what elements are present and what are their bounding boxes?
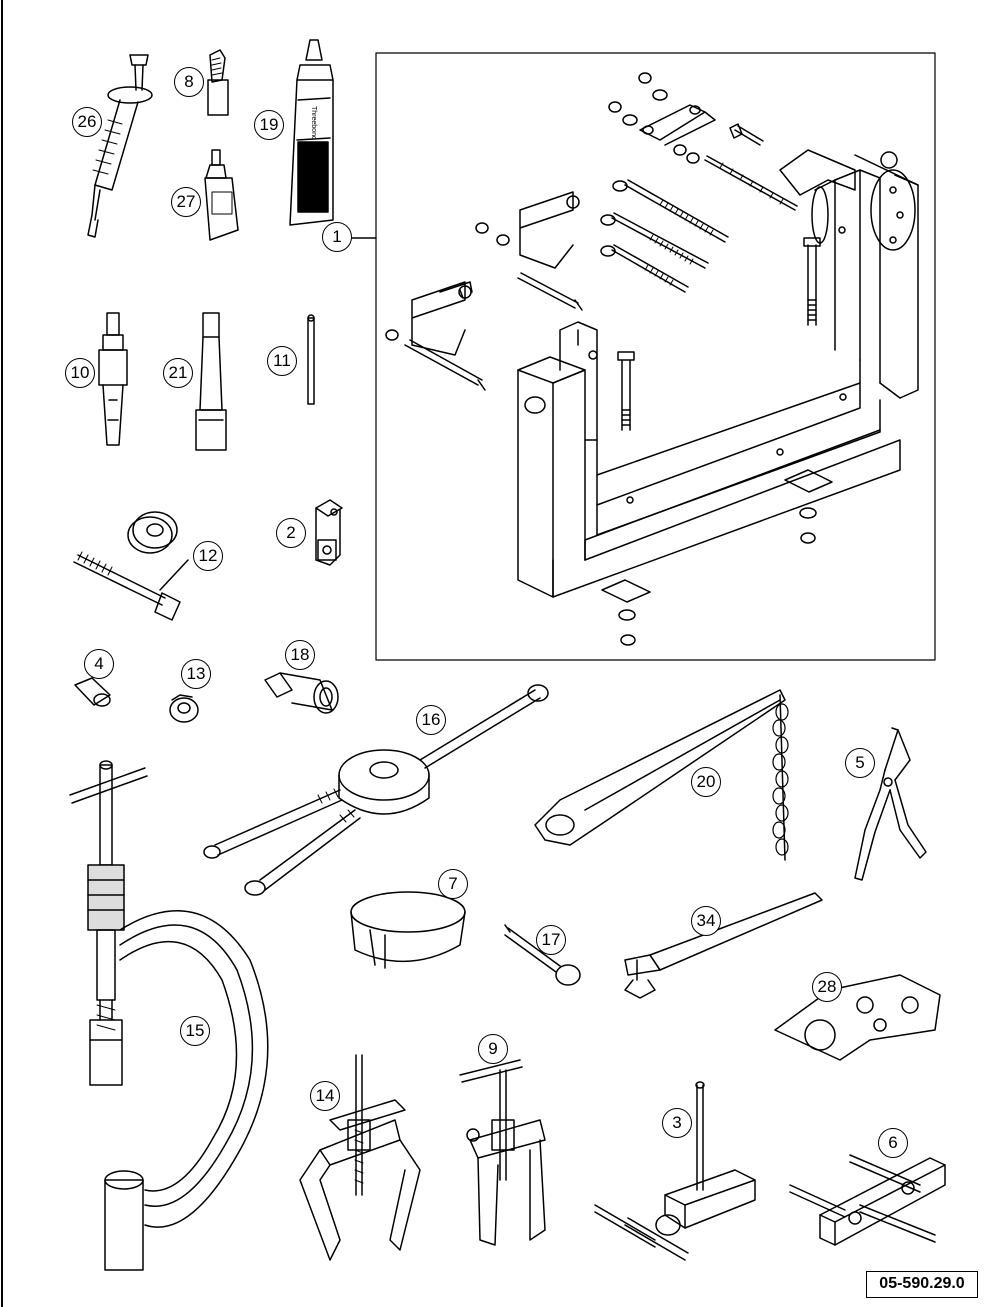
small-bottle-tool bbox=[208, 50, 228, 115]
callout-34: 34 bbox=[691, 906, 721, 936]
bearing-puller-tool bbox=[460, 1060, 545, 1245]
callout-17: 17 bbox=[536, 925, 566, 955]
bolt-spacer-tool bbox=[74, 512, 188, 620]
callout-11: 11 bbox=[267, 346, 297, 376]
holding-plate-tool bbox=[775, 975, 940, 1060]
flywheel-puller-tool bbox=[204, 685, 548, 895]
gear-puller-tool bbox=[300, 1055, 420, 1260]
callout-28: 28 bbox=[812, 972, 842, 1002]
callout-16: 16 bbox=[416, 705, 446, 735]
callout-1: 1 bbox=[322, 222, 352, 252]
pin-tool bbox=[308, 315, 314, 404]
crankcase-tool bbox=[790, 1155, 945, 1245]
callout-2: 2 bbox=[276, 518, 306, 548]
tube-label-text: Threebond 1215 bbox=[310, 106, 317, 157]
slide-hammer-tool bbox=[99, 313, 127, 445]
syringe-tool bbox=[88, 55, 152, 237]
small-bolt-tool bbox=[505, 925, 580, 985]
callout-15: 15 bbox=[180, 1016, 210, 1046]
callout-3: 3 bbox=[662, 1108, 692, 1138]
reference-code: 05-590.29.0 bbox=[866, 1271, 978, 1298]
callout-27: 27 bbox=[171, 187, 201, 217]
clamp-ring-tool bbox=[351, 892, 465, 968]
callout-14: 14 bbox=[310, 1081, 340, 1111]
engine-stand-group bbox=[352, 53, 935, 660]
engine-stand-frame-box bbox=[376, 53, 935, 660]
callout-6: 6 bbox=[878, 1128, 908, 1158]
callout-5: 5 bbox=[845, 748, 875, 778]
callout-12: 12 bbox=[193, 541, 223, 571]
callout-8: 8 bbox=[174, 67, 204, 97]
callout-20: 20 bbox=[691, 767, 721, 797]
pliers-tool bbox=[855, 728, 926, 880]
small-bracket-tool bbox=[316, 500, 342, 565]
adapter-tool bbox=[265, 673, 338, 713]
chain-holder-tool bbox=[535, 690, 788, 860]
holding-wrench-tool bbox=[625, 893, 822, 998]
callout-10: 10 bbox=[65, 358, 95, 388]
callout-9: 9 bbox=[478, 1034, 508, 1064]
piston-tool bbox=[595, 1082, 755, 1260]
callout-26: 26 bbox=[72, 107, 102, 137]
nut-tool bbox=[170, 695, 198, 722]
clamp-puller-tool bbox=[70, 761, 268, 1270]
puller-rod-tool bbox=[196, 313, 226, 450]
callout-21: 21 bbox=[163, 358, 193, 388]
callout-19: 19 bbox=[254, 110, 284, 140]
callout-4: 4 bbox=[84, 649, 114, 679]
sealant-tube-tool: Threebond 1215 bbox=[290, 40, 333, 225]
callout-13: 13 bbox=[181, 659, 211, 689]
callout-7: 7 bbox=[438, 869, 468, 899]
bottle-tool bbox=[205, 150, 238, 240]
callout-18: 18 bbox=[285, 640, 315, 670]
engine-stand bbox=[386, 73, 918, 645]
cone-tool bbox=[75, 678, 110, 706]
